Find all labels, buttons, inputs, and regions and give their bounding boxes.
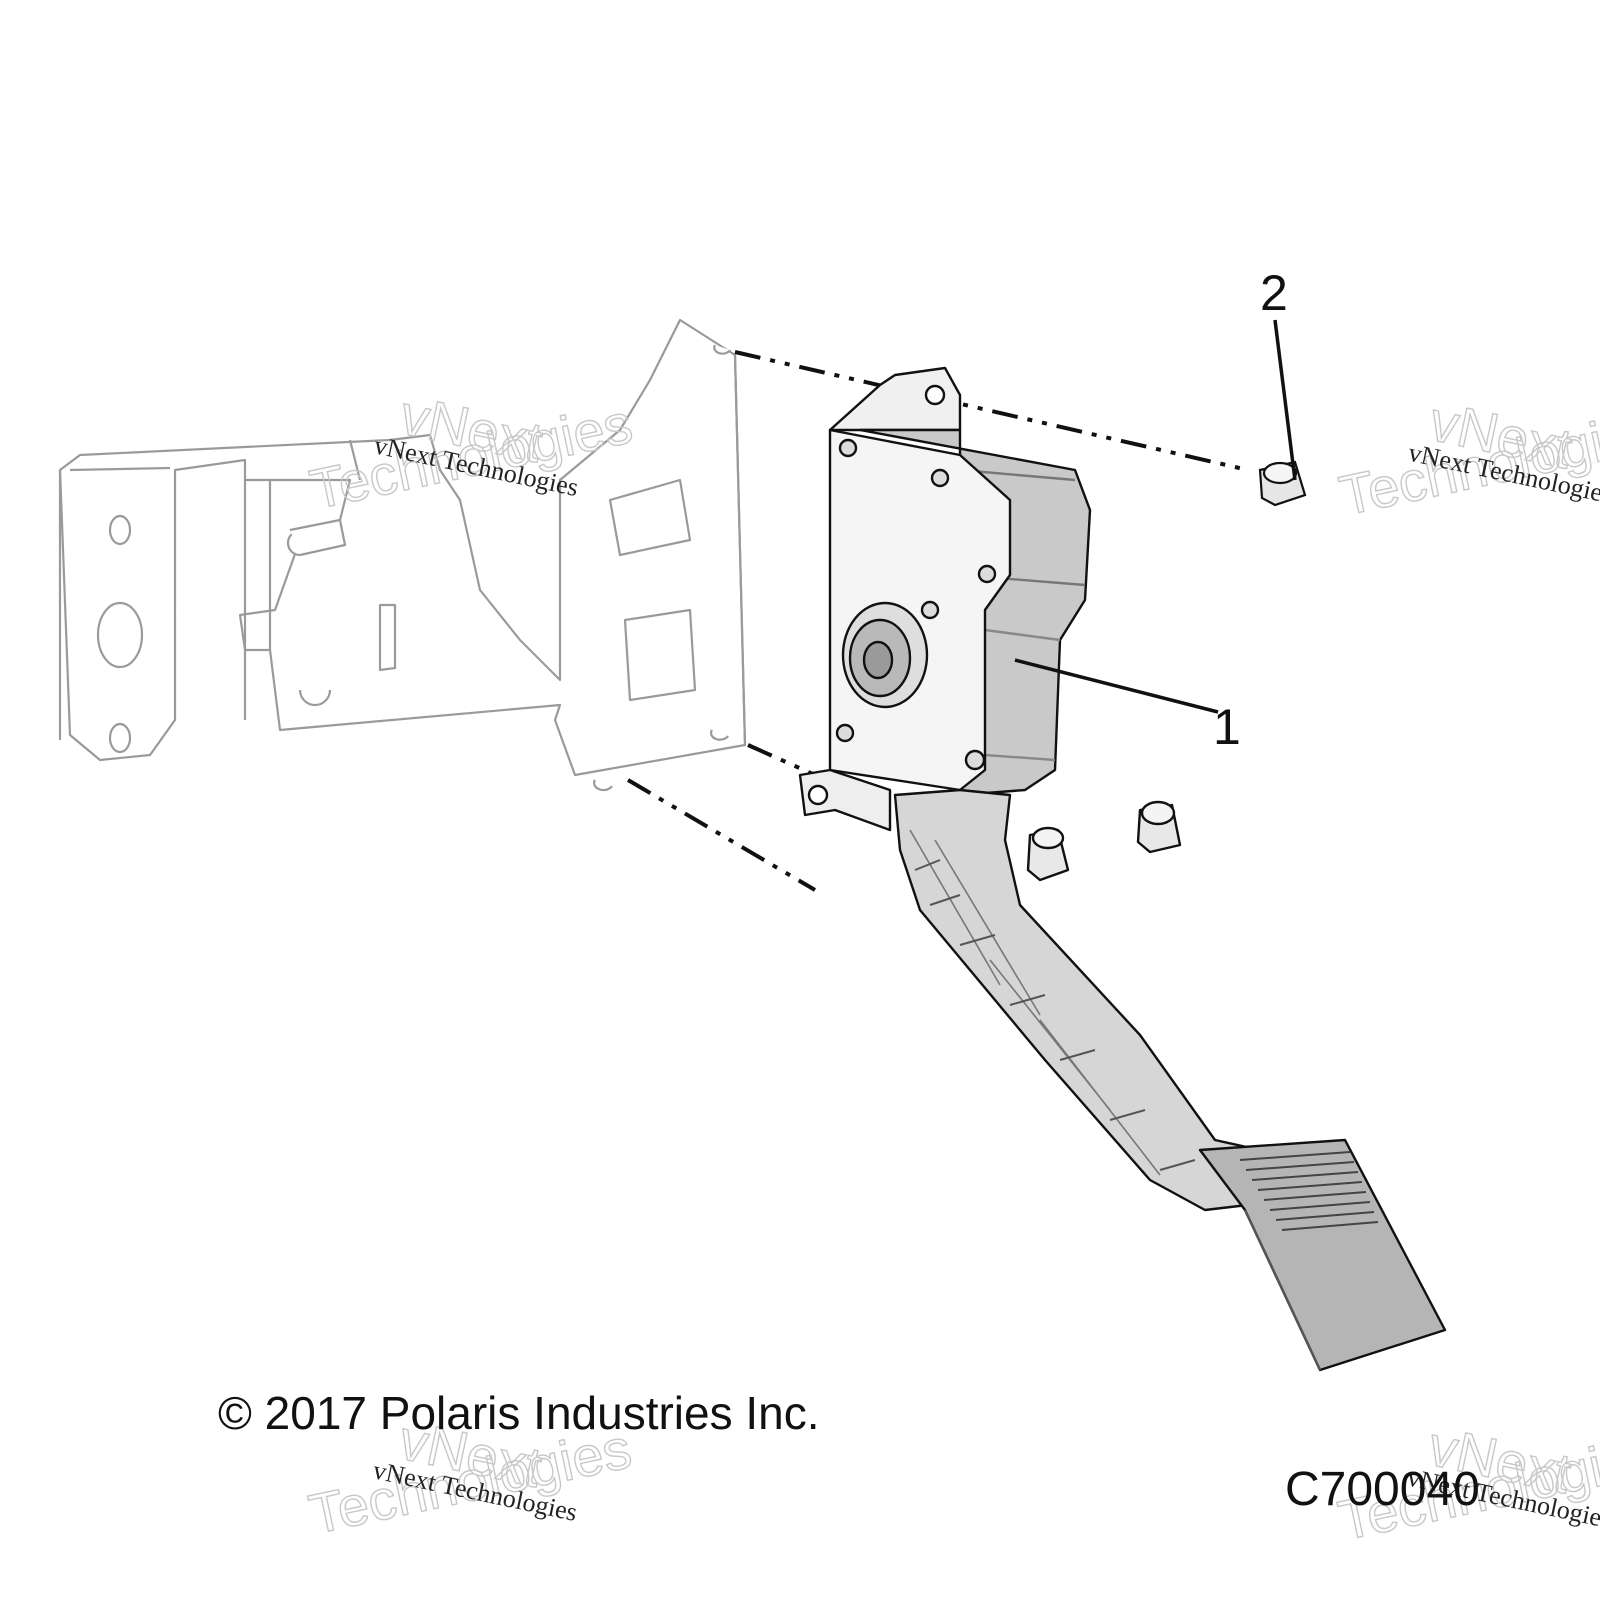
figure-code: C700040 bbox=[1285, 1463, 1480, 1516]
exploded-view-leader-lines bbox=[626, 350, 1249, 892]
callout-leader-1 bbox=[1014, 658, 1219, 714]
callout-number-1: 1 bbox=[1213, 699, 1241, 755]
copyright-notice: © 2017 Polaris Industries Inc. bbox=[218, 1387, 820, 1439]
callout-number-2: 2 bbox=[1260, 265, 1288, 321]
mounting-bracket-ghost bbox=[58, 318, 747, 792]
accelerator-pedal-assembly bbox=[798, 366, 1447, 1372]
callout-leader-2 bbox=[1273, 319, 1297, 481]
callout-leader-lines bbox=[1014, 319, 1297, 714]
nut-pair bbox=[1026, 800, 1182, 882]
flange-nut-part-2 bbox=[1258, 460, 1307, 507]
